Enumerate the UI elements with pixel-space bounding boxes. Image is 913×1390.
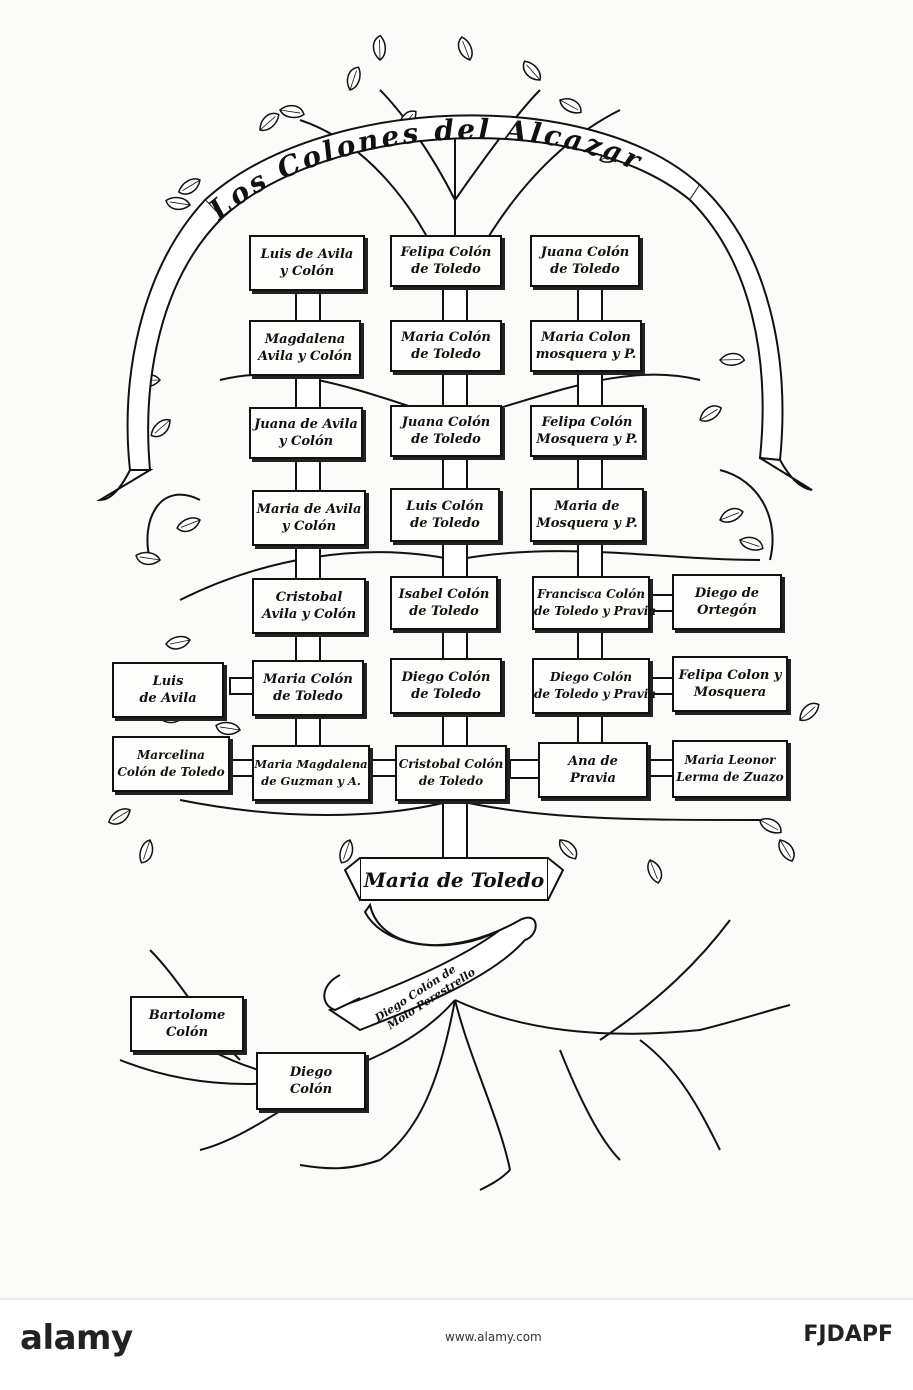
- family-tree-drawing: Los Colones del Alcazar Maria de Toledo …: [0, 34, 913, 1300]
- svg-text:Los Colones del Alcazar: Los Colones del Alcazar: [202, 113, 648, 227]
- root-ribbon: Diego Colón de Moio Perestrello: [323, 902, 537, 1033]
- watermark-image-id: FJDAPF: [803, 1322, 893, 1347]
- watermark-strip: [0, 1300, 913, 1390]
- watermark-logo: alamy: [20, 1318, 133, 1358]
- trunk-banner: Maria de Toledo: [343, 857, 565, 901]
- trunk-banner-text: Maria de Toledo: [363, 868, 544, 892]
- watermark-caption: www.alamy.com: [445, 1330, 542, 1344]
- tree-title: Los Colones del Alcazar: [202, 113, 645, 227]
